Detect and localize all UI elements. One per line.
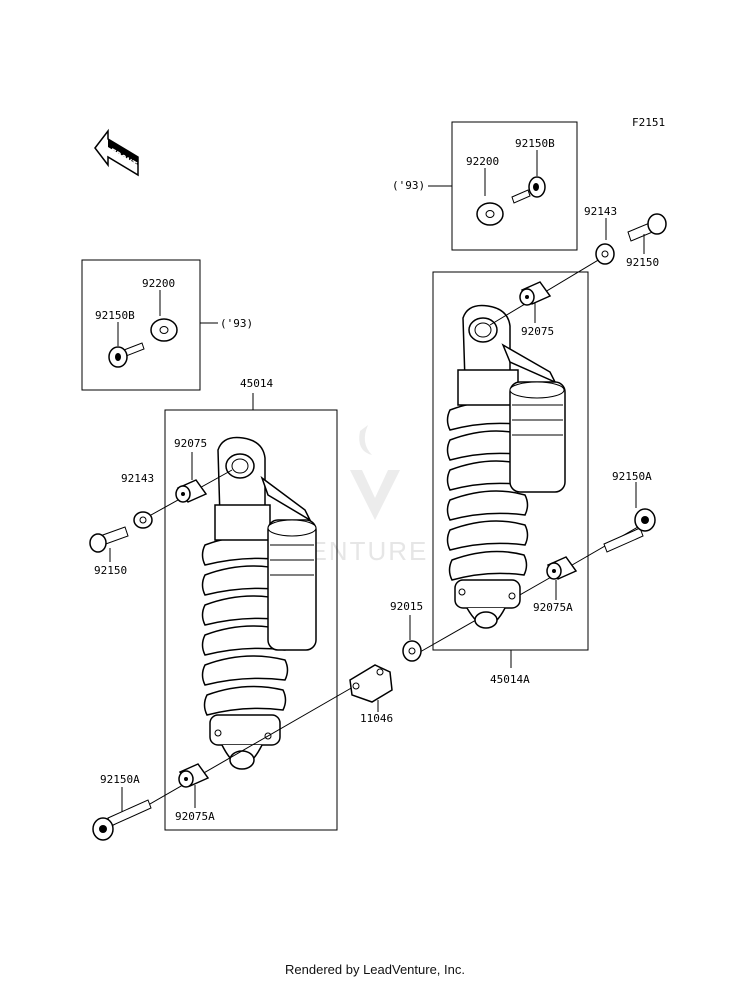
label-left-bushing-top: 92075 <box>174 437 207 450</box>
label-left-bolt-bottom: 92150A <box>100 773 140 786</box>
label-left-assembly: 45014 <box>240 377 273 390</box>
label-right-collar: 92143 <box>584 205 617 218</box>
label-right-bolt-top: 92150 <box>626 256 659 269</box>
label-box-top-washer: 92200 <box>466 155 499 168</box>
right-top-hardware <box>489 213 667 326</box>
label-box-top-year: ('93) <box>392 179 425 192</box>
front-arrow-icon: FRONT <box>94 128 139 177</box>
label-left-collar: 92143 <box>121 472 154 485</box>
label-box-top-bolt: 92150B <box>515 137 555 150</box>
diagram-code: F2151 <box>632 116 665 129</box>
right-shock-assembly <box>432 271 589 668</box>
label-left-bolt-top: 92150 <box>94 564 127 577</box>
inset-box-left <box>81 259 218 391</box>
label-nut: 92015 <box>390 600 423 613</box>
bracket-part <box>349 664 393 712</box>
label-right-bushing-top: 92075 <box>521 325 554 338</box>
label-box-left-washer: 92200 <box>142 277 175 290</box>
label-right-assembly: 45014A <box>490 673 530 686</box>
label-bracket: 11046 <box>360 712 393 725</box>
right-bottom-hardware <box>546 482 656 600</box>
left-top-hardware <box>89 452 233 562</box>
label-right-bushing-bottom: 92075A <box>533 601 573 614</box>
footer-credit: Rendered by LeadVenture, Inc. <box>285 962 465 977</box>
label-right-bolt-bottom: 92150A <box>612 470 652 483</box>
label-box-left-bolt: 92150B <box>95 309 135 322</box>
label-left-bushing-bottom: 92075A <box>175 810 215 823</box>
left-bottom-hardware <box>92 682 361 841</box>
label-box-left-year: ('93) <box>220 317 253 330</box>
left-shock-assembly <box>164 393 338 831</box>
inset-box-top <box>428 121 578 251</box>
